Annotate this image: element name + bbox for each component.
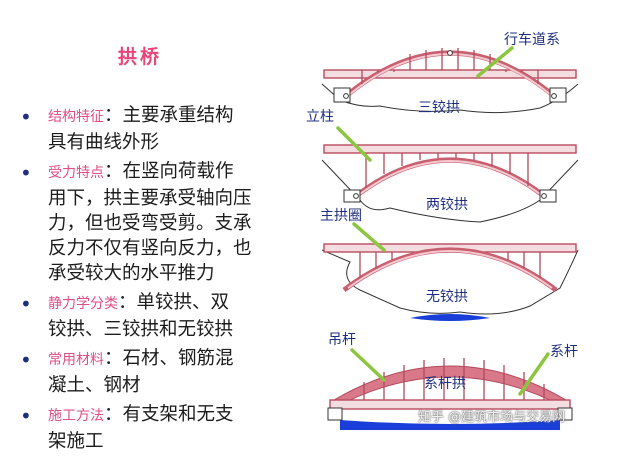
pier-right [557,407,573,421]
label-tie-rod: 系杆 [550,344,578,360]
hingeless-bridge: 主拱圈 无铰拱 [320,208,579,321]
water-icon [340,420,560,430]
page-title: 拱桥 [118,46,163,68]
bullet-line: 受力特点：在竖向荷载作 [48,159,290,186]
water-icon [410,314,490,321]
leader-arrow [350,348,386,382]
bullet-line: 结构特征：主要承重结构 [48,103,290,130]
pier-left [327,407,343,421]
hinge-icon [343,93,349,99]
bullet-text: ：在竖向荷载作 [104,161,234,182]
arch-ring-inner [359,160,541,195]
arch-bridge-diagrams: .deck { fill: #f4dde1; stroke: #b94b5e; … [306,31,579,430]
bullet-force: • 受力特点：在竖向荷载作 用下，拱主要承受轴向压 力，但也受弯受剪。支承 反力… [18,159,290,286]
label-tied-arch: 系杆拱 [424,376,466,392]
bullet-dot-icon: • [20,404,32,428]
columns [365,153,529,188]
bullet-text: 架施工 [48,431,104,452]
leader-arrow [476,46,514,78]
riverbed-line [321,159,579,223]
riverbed-line [321,249,579,315]
two-hinged-bridge: 立柱 两铰拱 [306,109,579,223]
bullet-dot-icon: • [20,348,32,372]
bullet-text: 凝土、钢材 [48,375,141,396]
label-column: 立柱 [306,109,334,125]
label-two-hinged: 两铰拱 [426,197,468,213]
label-hingeless: 无铰拱 [426,289,468,305]
bullet-construction: • 施工方法：有支架和无支 架施工 [18,402,290,454]
arch-ring-inner [347,250,553,289]
bullet-line: 施工方法：有支架和无支 [48,402,290,429]
leader-arrow [352,222,386,252]
leader-arrow [336,126,372,162]
bullet-dot-icon: • [20,161,32,185]
bullet-text: ：单铰拱、双 [118,292,230,313]
bullet-label: 受力特点 [48,165,104,181]
label-deck-system: 行车道系 [504,31,560,48]
label-three-hinged: 三铰拱 [418,100,460,116]
bullet-dot-icon: • [20,105,32,129]
bullet-text: 反力不仅有竖向反力，也 [48,238,252,259]
columns [359,252,541,278]
hinge-icon [353,193,359,199]
bullet-text: 具有曲线外形 [48,132,160,153]
hinge-icon [551,93,557,99]
label-main-ring: 主拱圈 [320,208,362,224]
bullet-text: 承受较大的水平推力 [48,263,215,284]
bullet-dot-icon: • [20,292,32,316]
bullet-text: 力，但也受弯受剪。支承 [48,213,252,234]
deck-posts [361,70,539,84]
bullet-text: ：有支架和无支 [104,404,234,425]
leader-arrow [518,352,550,396]
watermark: 知乎 @建筑市场与交易网 [418,410,566,425]
riverbed-line [321,83,579,114]
deck-slab [323,144,577,154]
tied-arch-bridge: 吊杆 系杆 系杆拱 [327,332,578,430]
bullet-list: • 结构特征：主要承重结构 具有曲线外形 • 受力特点：在竖向荷载作 用下，拱主… [18,103,290,458]
bullet-line: 常用材料：石材、钢筋混 [48,346,290,373]
bullet-text: 铰拱、三铰拱和无铰拱 [48,319,234,340]
bullet-materials: • 常用材料：石材、钢筋混 凝土、钢材 [18,346,290,398]
hinge-icon [447,50,453,56]
bullet-label: 静力学分类 [48,296,118,312]
bullet-label: 结构特征 [48,109,104,125]
bullet-classification: • 静力学分类：单铰拱、双 铰拱、三铰拱和无铰拱 [18,290,290,342]
bullet-text: ：主要承重结构 [104,105,234,126]
hinge-icon [541,193,547,199]
abutment-right [539,189,557,203]
three-hinged-bridge: 行车道系 三铰拱 [321,31,579,116]
bullet-label: 常用材料 [48,352,104,368]
bullet-text: 用下，拱主要承受轴向压 [48,188,252,209]
deck-posts [409,48,491,70]
bullet-text: ：石材、钢筋混 [104,348,234,369]
abutment-left [343,189,361,203]
label-hanger: 吊杆 [328,332,356,348]
bullet-line: 静力学分类：单铰拱、双 [48,290,290,317]
bullet-label: 施工方法 [48,408,104,424]
bullet-structure: • 结构特征：主要承重结构 具有曲线外形 [18,103,290,155]
tie-deck [329,399,571,410]
deck-slab [323,69,577,79]
